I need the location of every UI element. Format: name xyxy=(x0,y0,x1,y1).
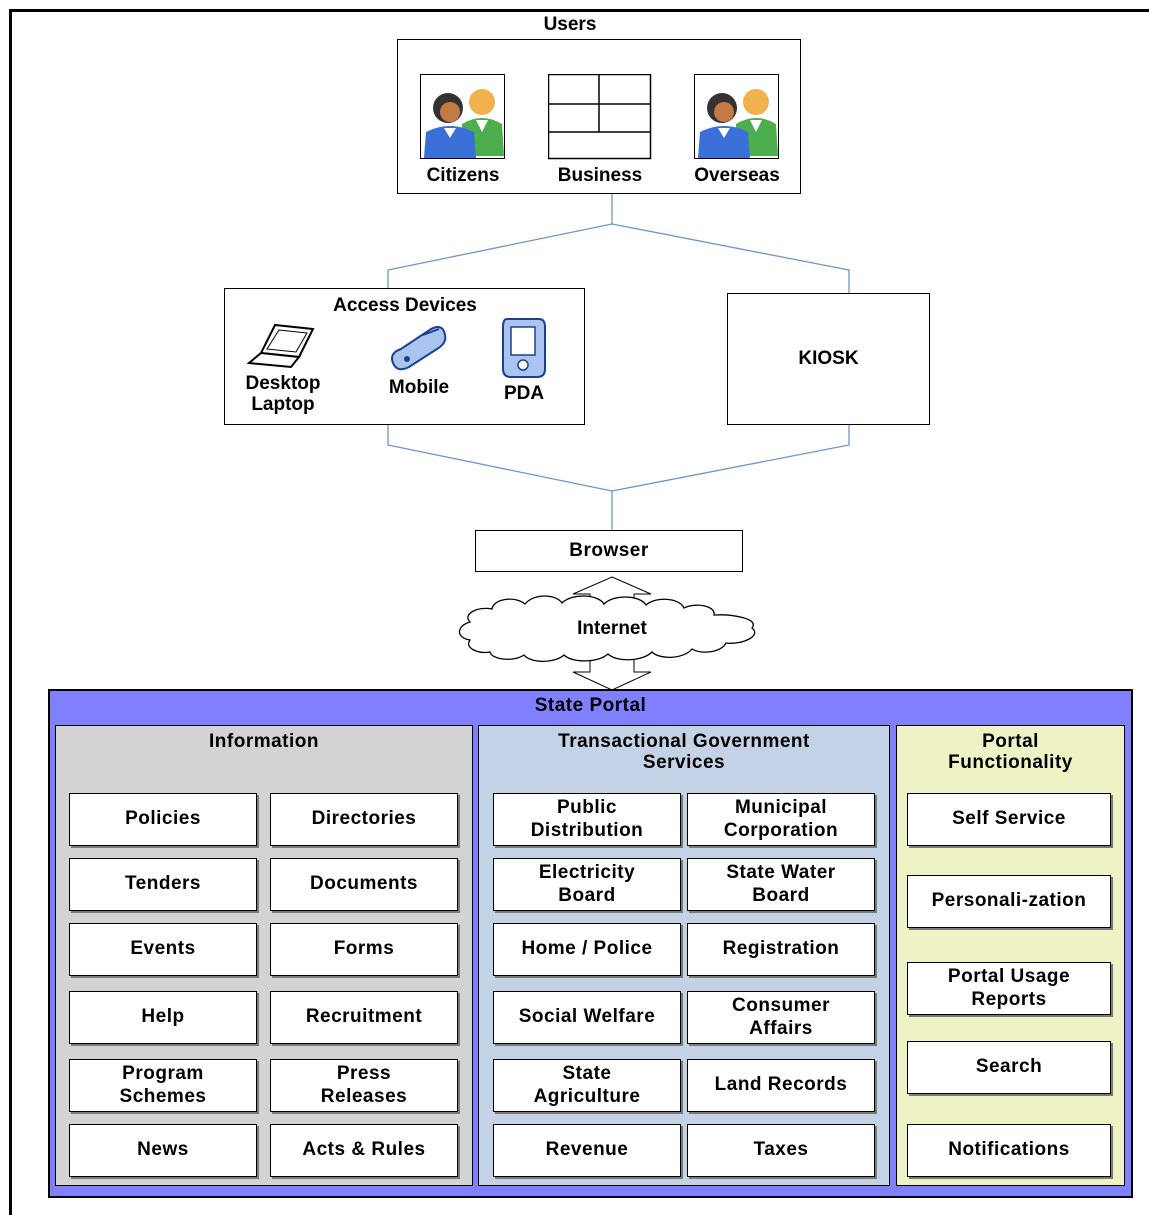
users-title: Users xyxy=(543,14,597,35)
function-item-notifications: Notifications xyxy=(907,1124,1111,1177)
users-business-label: Business xyxy=(557,165,643,186)
info-item-press-releases: Press Releases xyxy=(270,1059,458,1112)
service-item-social-welfare: Social Welfare xyxy=(493,991,681,1044)
browser-box: Browser xyxy=(475,530,743,572)
function-item-search: Search xyxy=(907,1041,1111,1094)
service-item-taxes: Taxes xyxy=(687,1124,875,1177)
service-item-land-records: Land Records xyxy=(687,1059,875,1112)
functionality-title: Portal Functionality xyxy=(948,731,1073,774)
access-devices-title: Access Devices xyxy=(333,295,477,316)
users-citizens-label: Citizens xyxy=(426,165,500,186)
laptop-icon xyxy=(247,323,315,369)
service-item-electricity-board: Electricity Board xyxy=(493,858,681,911)
service-item-revenue: Revenue xyxy=(493,1124,681,1177)
mobile-phone-icon xyxy=(391,326,447,371)
info-item-directories: Directories xyxy=(270,793,458,846)
info-item-forms: Forms xyxy=(270,923,458,976)
internet-cloud-icon xyxy=(458,595,756,663)
function-item-personalization: Personali-zation xyxy=(907,875,1111,928)
access-mobile-label: Mobile xyxy=(388,377,450,398)
diagram-frame xyxy=(9,9,1149,1215)
kiosk-box: KIOSK xyxy=(727,293,930,425)
people-icon xyxy=(420,74,505,159)
info-item-help: Help xyxy=(69,991,257,1044)
connector-users-kiosk xyxy=(611,223,850,294)
info-item-news: News xyxy=(69,1124,257,1177)
info-item-recruitment: Recruitment xyxy=(270,991,458,1044)
function-item-portal-usage-reports: Portal Usage Reports xyxy=(907,962,1111,1015)
internet-label: Internet xyxy=(577,618,647,639)
info-item-tenders: Tenders xyxy=(69,858,257,911)
info-item-events: Events xyxy=(69,923,257,976)
state-portal-title: State Portal xyxy=(534,695,647,716)
service-item-consumer-affairs: Consumer Affairs xyxy=(687,991,875,1044)
users-overseas-label: Overseas xyxy=(694,165,780,186)
service-item-home-police: Home / Police xyxy=(493,923,681,976)
users-box: Citizens Business Overseas xyxy=(397,39,801,194)
building-icon xyxy=(548,74,652,160)
function-item-self-service: Self Service xyxy=(907,793,1111,846)
connector-users-access xyxy=(387,193,613,289)
service-item-municipal-corporation: Municipal Corporation xyxy=(687,793,875,846)
connector-access-browser xyxy=(387,425,613,530)
info-item-program-schemes: Program Schemes xyxy=(69,1059,257,1112)
info-item-policies: Policies xyxy=(69,793,257,846)
access-desktop-label: Desktop Laptop xyxy=(245,373,321,416)
information-title: Information xyxy=(209,731,319,752)
transactional-title: Transactional Government Services xyxy=(558,731,810,774)
pda-icon xyxy=(502,318,546,378)
info-item-documents: Documents xyxy=(270,858,458,911)
service-item-state-water-board: State Water Board xyxy=(687,858,875,911)
people-icon xyxy=(694,74,779,159)
access-devices-box: Access Devices Desktop Laptop Mobile PDA xyxy=(224,288,585,425)
service-item-public-distribution: Public Distribution xyxy=(493,793,681,846)
connector-kiosk-browser xyxy=(611,425,850,492)
access-pda-label: PDA xyxy=(503,383,545,404)
info-item-acts-rules: Acts & Rules xyxy=(270,1124,458,1177)
service-item-state-agriculture: State Agriculture xyxy=(493,1059,681,1112)
service-item-registration: Registration xyxy=(687,923,875,976)
